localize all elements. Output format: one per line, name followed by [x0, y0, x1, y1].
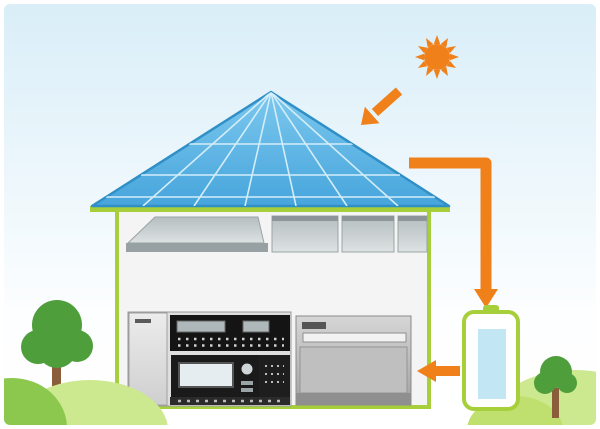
dishwasher-base [296, 393, 411, 405]
tree-right-canopy [534, 356, 577, 394]
oven-window [178, 362, 234, 388]
battery-cell [478, 329, 506, 399]
solar-panel-roof [90, 90, 451, 208]
tree-right-trunk [552, 388, 559, 418]
sun-icon [415, 35, 459, 79]
storage-battery [462, 305, 520, 411]
oven-knob [241, 363, 253, 375]
dishwasher-control [302, 322, 326, 329]
sun-rays [415, 35, 459, 79]
tree-left-canopy [21, 300, 93, 368]
display-right [242, 320, 270, 333]
tree-left [21, 300, 93, 408]
arrow-battery-to-appliances-icon [417, 360, 460, 382]
house [115, 208, 431, 409]
oven-button-2 [241, 388, 253, 392]
dishwasher-door [299, 346, 408, 394]
kitchen-unit-base [170, 397, 290, 405]
display-left [176, 320, 226, 333]
arrow-sun-to-roof-icon [361, 87, 403, 125]
dishwasher [295, 315, 412, 406]
range-hood-band [126, 243, 268, 252]
arrow-roof-to-battery-icon [409, 157, 498, 308]
fridge-handle [135, 319, 151, 323]
bush-behind-battery [467, 396, 563, 425]
bush-left-corner [4, 378, 67, 425]
sun-core [424, 44, 450, 70]
upper-window-1 [271, 215, 339, 253]
oven-button-1 [241, 381, 253, 385]
roof-surface [90, 90, 451, 208]
upper-window-2 [341, 215, 395, 253]
roof-fascia [90, 206, 450, 212]
dishwasher-handle [302, 332, 407, 343]
side-panel [259, 355, 290, 397]
kitchen-appliance-unit [127, 311, 292, 407]
tree-right [534, 356, 577, 418]
tree-left-trunk [52, 352, 61, 408]
upper-windows [271, 215, 428, 253]
upper-window-3 [397, 215, 428, 253]
solar-panel-grid [106, 92, 435, 206]
range-hood [126, 216, 268, 252]
